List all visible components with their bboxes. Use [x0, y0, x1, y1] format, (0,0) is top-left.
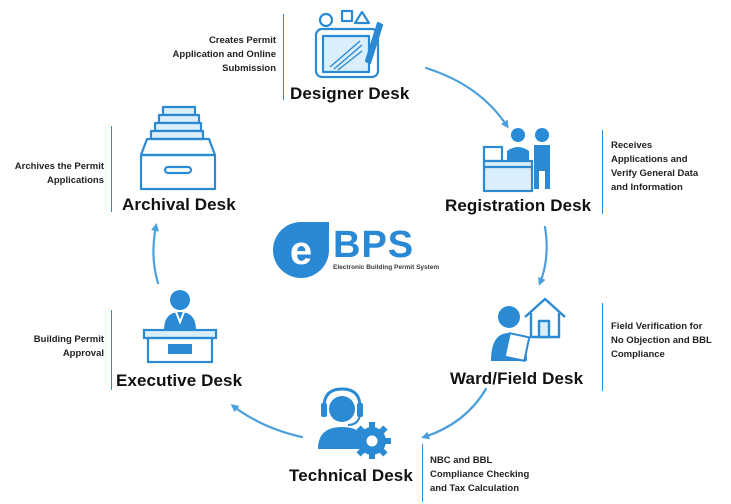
designer-desk-title: Designer Desk	[290, 84, 410, 103]
arrow-technical-to-executive	[230, 404, 304, 439]
registration-divider	[602, 130, 604, 214]
arrow-ward-to-technical	[421, 387, 488, 440]
logo-letter: e	[290, 229, 312, 273]
file-cabinet-icon	[139, 105, 217, 191]
designer-description: Creates Permit Application and Online Su…	[172, 35, 276, 74]
designer-tablet-icon	[314, 9, 384, 79]
registration-description: Receives Applications and Verify General…	[611, 140, 699, 193]
executive-description: Building Permit Approval	[33, 334, 104, 359]
ebps-logo-mark: e	[273, 222, 329, 278]
field-inspector-house-icon	[491, 297, 566, 363]
archival-desk-title: Archival Desk	[122, 195, 236, 214]
headset-gear-icon	[318, 387, 391, 459]
archival-description: Archives the Permit Applications	[14, 161, 104, 186]
archival-divider	[111, 126, 113, 212]
technical-desk-title: Technical Desk	[289, 466, 413, 485]
ward-desk-title: Ward/Field Desk	[450, 369, 584, 388]
logo-brand: BPS	[333, 224, 415, 266]
designer-divider	[283, 14, 285, 100]
arrow-designer-to-registration	[424, 66, 509, 129]
arrow-registration-to-ward	[538, 225, 548, 286]
reception-counter-icon	[482, 128, 550, 193]
technical-divider	[422, 444, 424, 502]
executive-divider	[111, 310, 113, 390]
registration-desk-title: Registration Desk	[445, 196, 592, 215]
executive-at-desk-icon	[142, 290, 218, 364]
ward-divider	[602, 303, 604, 391]
arrow-executive-to-archival	[151, 223, 160, 285]
technical-description: NBC and BBL Compliance Checking and Tax …	[430, 455, 530, 494]
ward-description: Field Verification for No Objection and …	[611, 321, 712, 360]
executive-desk-title: Executive Desk	[116, 371, 243, 390]
logo-subtitle: Electronic Building Permit System	[333, 264, 440, 271]
